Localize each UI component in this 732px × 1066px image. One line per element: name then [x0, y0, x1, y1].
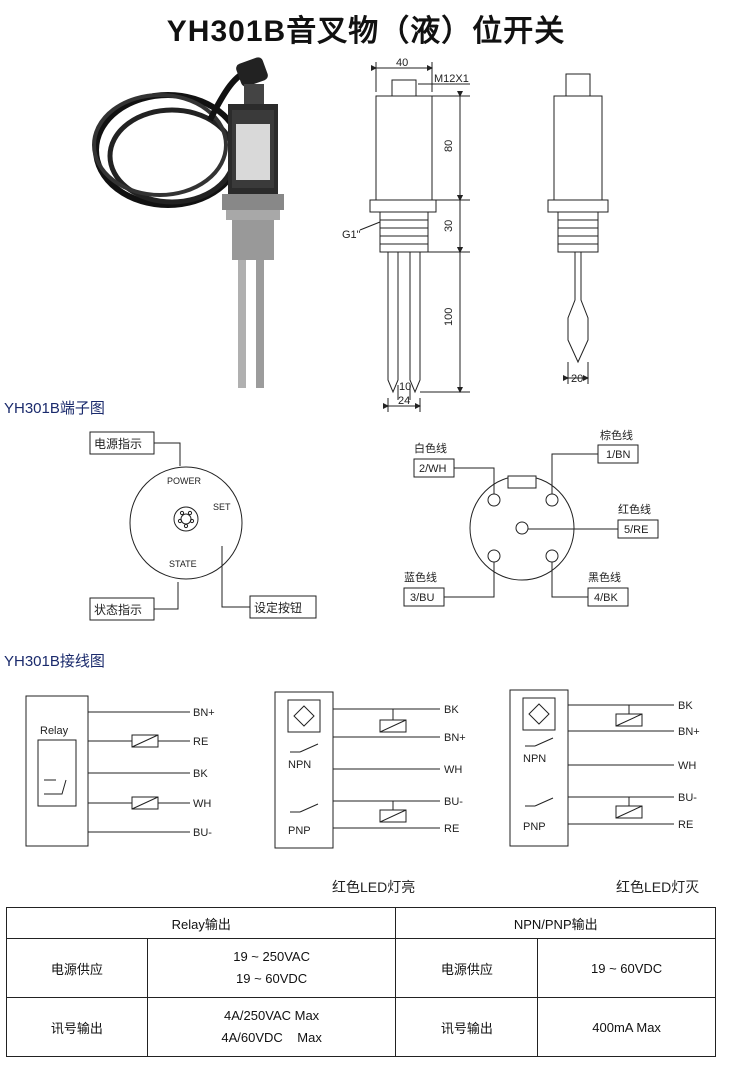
dim-side-width: 20: [571, 373, 583, 385]
off-term-re: RE: [678, 819, 693, 831]
npn-pnp-output-header: NPN/PNP输出: [395, 907, 716, 939]
off-term-wh: WH: [678, 760, 696, 772]
npn-pnp-wiring-off: [509, 689, 674, 847]
blue-wire-name: 蓝色线: [404, 570, 437, 584]
off-term-bu: BU-: [678, 792, 697, 804]
blue-wire-code: 3/BU: [410, 592, 435, 604]
npn-power-value: 19 ~ 60VDC: [537, 938, 716, 998]
relay-output-header: Relay输出: [5, 907, 397, 939]
relay-signal-dc: 4A/60VDC Max: [221, 1030, 322, 1045]
relay-power-dc: 19 ~ 60VDC: [236, 971, 308, 986]
relay-wiring-diagram: [25, 695, 190, 847]
dim-body-height: 80: [443, 140, 455, 152]
caption-led-on: 红色LED灯亮: [332, 879, 415, 895]
off-term-bn: BN+: [678, 726, 700, 738]
black-wire-code: 4/BK: [594, 592, 619, 604]
pnp-label-on: PNP: [288, 825, 311, 837]
state-indicator-label: 状态指示: [94, 602, 142, 617]
dim-width-top: 40: [396, 57, 408, 69]
black-wire-name: 黑色线: [588, 570, 621, 584]
red-wire-name: 红色线: [618, 502, 651, 516]
front-dimension-drawing: [359, 62, 470, 412]
relay-term-bk: BK: [193, 768, 208, 780]
page-title: YH301B音叉物（液）位开关: [166, 15, 566, 48]
on-term-wh: WH: [444, 764, 462, 776]
white-wire-name: 白色线: [414, 441, 447, 455]
relay-box-label: Relay: [40, 725, 69, 737]
relay-signal-value: 4A/250VAC Max 4A/60VDC Max: [146, 997, 397, 1057]
caption-led-off: 红色LED灯灭: [616, 879, 699, 895]
connector-pinout-diagram: [403, 444, 659, 607]
pnp-label-off: PNP: [523, 821, 546, 833]
product-photo: [92, 57, 284, 388]
dim-thread-top: M12X1: [434, 73, 469, 85]
npn-power-label: 电源供应: [395, 938, 539, 998]
red-wire-code: 5/RE: [624, 524, 648, 536]
relay-power-value: 19 ~ 250VAC 19 ~ 60VDC: [146, 938, 397, 998]
on-term-bn: BN+: [444, 732, 466, 744]
on-term-bu: BU-: [444, 796, 463, 808]
npn-label-off: NPN: [523, 753, 546, 765]
on-term-re: RE: [444, 823, 459, 835]
terminal-face-diagram: [89, 431, 317, 621]
relay-term-bu: BU-: [193, 827, 212, 839]
dim-fork-width: 24: [398, 395, 410, 407]
signal-output-row: 讯号输出 4A/250VAC Max 4A/60VDC Max 讯号输出 400…: [6, 997, 716, 1057]
spec-header-row: Relay输出 NPN/PNP输出: [5, 907, 716, 939]
on-term-bk: BK: [444, 704, 459, 716]
set-label: SET: [213, 502, 231, 512]
dim-thread-side: G1": [342, 229, 361, 241]
power-indicator-label: 电源指示: [94, 436, 142, 451]
relay-signal-label: 讯号输出: [6, 997, 148, 1057]
relay-power-ac: 19 ~ 250VAC: [233, 949, 310, 964]
relay-term-re: RE: [193, 736, 208, 748]
set-button-label: 设定按钮: [254, 600, 302, 615]
white-wire-code: 2/WH: [419, 463, 447, 475]
state-label: STATE: [169, 559, 197, 569]
spec-table: Relay输出 NPN/PNP输出 电源供应 19 ~ 250VAC 19 ~ …: [5, 907, 716, 1057]
relay-signal-ac: 4A/250VAC Max: [224, 1008, 320, 1023]
npn-signal-value: 400mA Max: [537, 997, 716, 1057]
npn-signal-label: 讯号输出: [395, 997, 539, 1057]
dim-fork-length: 100: [443, 308, 455, 326]
dim-fork-gap: 10: [399, 381, 411, 393]
npn-label-on: NPN: [288, 759, 311, 771]
brown-wire-code: 1/BN: [606, 449, 631, 461]
wiring-diagram-heading: YH301B接线图: [4, 653, 105, 670]
brown-wire-name: 棕色线: [600, 428, 633, 442]
power-label: POWER: [167, 476, 202, 486]
relay-power-label: 电源供应: [6, 938, 148, 998]
relay-term-wh: WH: [193, 798, 211, 810]
npn-pnp-wiring-on: [274, 691, 440, 849]
relay-term-bn: BN+: [193, 707, 215, 719]
side-dimension-drawing: [547, 73, 609, 384]
dim-mount-height: 30: [443, 220, 455, 232]
terminal-diagram-heading: YH301B端子图: [4, 400, 105, 417]
power-supply-row: 电源供应 19 ~ 250VAC 19 ~ 60VDC 电源供应 19 ~ 60…: [6, 938, 716, 998]
off-term-bk: BK: [678, 700, 693, 712]
